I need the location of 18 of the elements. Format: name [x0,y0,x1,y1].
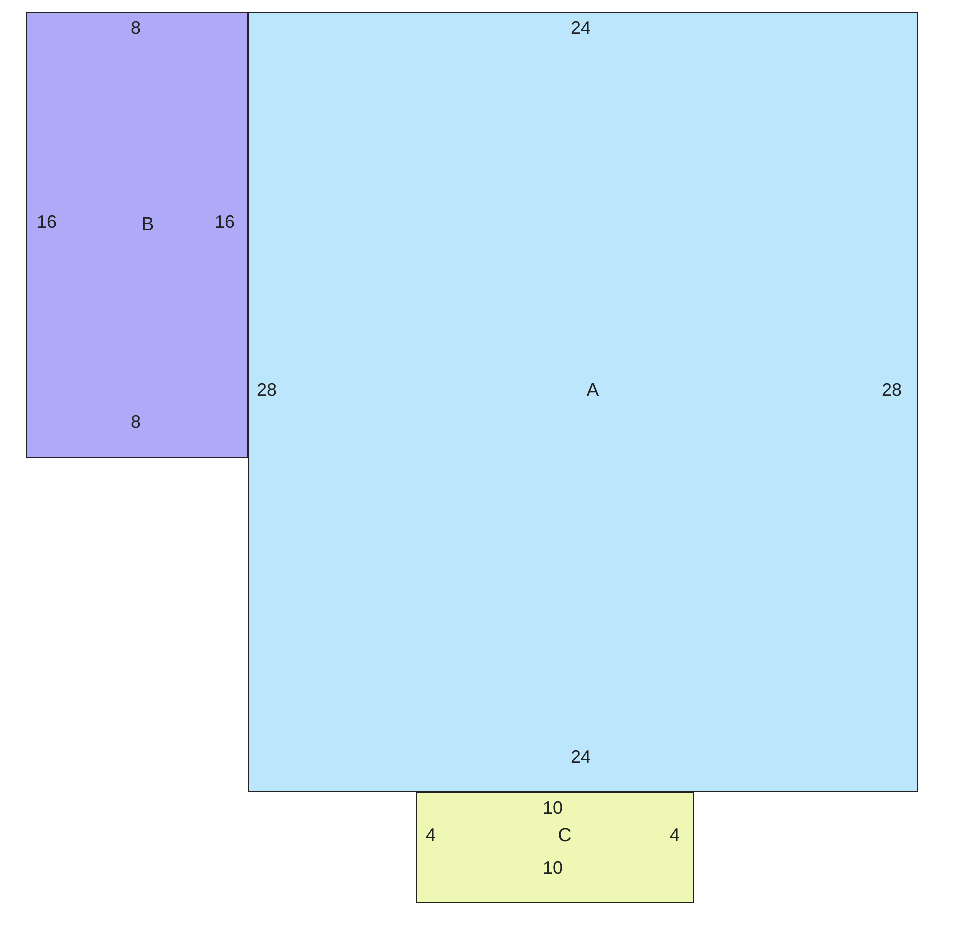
dimension-label: 24 [570,19,592,37]
dimension-label: 8 [131,19,141,37]
dimension-label: 28 [882,381,902,399]
room-label: B [142,216,154,234]
room-label: A [586,382,600,400]
room-label: C [558,826,572,846]
dimension-label: 24 [570,748,592,766]
dimension-label: 4 [670,826,680,844]
dimension-label: 10 [542,859,564,877]
dimension-label: 16 [214,213,236,231]
dimension-label: 16 [36,213,58,231]
room-area [26,12,248,458]
dimension-label: 28 [256,381,278,399]
dimension-label: 8 [131,413,141,431]
dimension-label: 4 [426,826,436,844]
room-area [248,12,918,792]
room-area [416,792,694,903]
dimension-label: 10 [542,799,564,817]
